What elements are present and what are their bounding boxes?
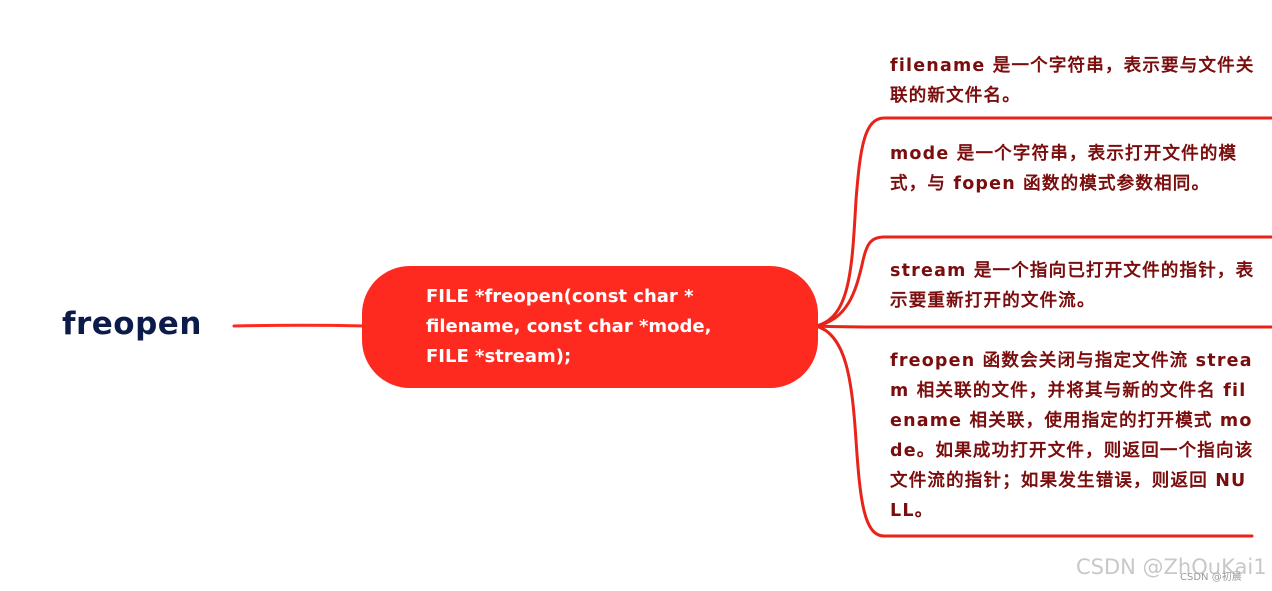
signature-node: FILE *freopen(const char * filename, con… [362,266,818,388]
leaf-node-description: freopen 函数会关闭与指定文件流 stream 相关联的文件，并将其与新的… [890,351,1254,521]
watermark: CSDN @ZhOuKai1 [1076,555,1267,579]
branch-connector-0 [814,116,1272,328]
leaf-node-stream: stream 是一个指向已打开文件的指针，表示要重新打开的文件流。 [890,261,1255,311]
leaf-node-filename: filename 是一个字符串，表示要与文件关联的新文件名。 [890,56,1255,106]
branch-connector-2 [814,324,1272,329]
watermark-small: CSDN @初晨 [1180,572,1242,583]
signature-text: FILE *freopen(const char * filename, con… [426,286,718,367]
root-node-freopen: freopen [62,306,202,342]
leaf-node-mode: mode 是一个字符串，表示打开文件的模式，与 fopen 函数的模式参数相同。 [890,144,1238,194]
root-connector [232,323,368,328]
branch-connector-1 [814,235,1272,328]
branch-connector-3 [814,324,1254,538]
